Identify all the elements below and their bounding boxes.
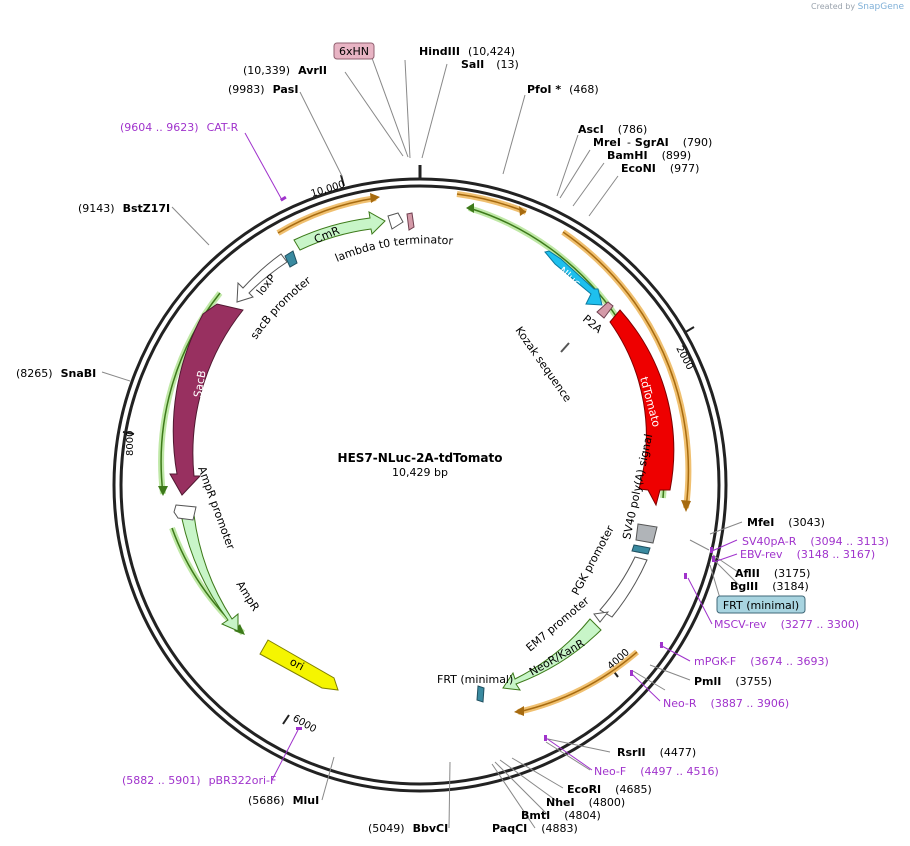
enzyme-snabi: (8265)SnaBI: [16, 367, 96, 380]
feature-terminator-block: [387, 212, 404, 230]
enzyme-sali: SalI(13): [461, 58, 519, 71]
enzyme-rsrii: RsrII(4477): [617, 746, 696, 759]
feature-ampr-label: AmpR: [233, 579, 262, 614]
enzyme-pfoi: PfoI *(468): [527, 83, 599, 96]
primer-pbr322ori-f: (5882 .. 5901)pBR322ori-F: [122, 774, 276, 787]
enzyme-mrei-sgrai: MreI-SgrAI(790): [593, 136, 712, 149]
primer-labels: SV40pA-R(3094 .. 3113) EBV-rev(3148 .. 3…: [120, 121, 889, 787]
primer-mscv-rev: MSCV-rev(3277 .. 3300): [714, 618, 859, 631]
orf-arc-bottom-line: [517, 651, 638, 713]
feature-amprp-label: AmpR promoter: [195, 465, 237, 552]
enzyme-labels: HindIII(10,424) SalI(13) PfoI *(468) Asc…: [16, 45, 825, 835]
primer-neo-f: Neo-F(4497 .. 4516): [594, 765, 719, 778]
feature-em7-promoter: [593, 611, 610, 623]
feature-p2a: [596, 301, 614, 319]
feature-kozak: [560, 342, 570, 353]
enzyme-ecori: EcoRI(4685): [567, 783, 652, 796]
leader-lines: [101, 57, 743, 829]
enzyme-aflii: AflII(3175): [735, 567, 810, 580]
tick-label-8000: 8000: [125, 431, 136, 456]
feature-lambda-label: lambda t0 terminator: [333, 233, 454, 264]
orf-arc-green-left-head: [158, 486, 168, 496]
feature-pgk-label: PGK promoter: [569, 523, 617, 597]
primer-sv40pa-r: SV40pA-R(3094 .. 3113): [742, 535, 889, 548]
feature-lambda-text: lambda t0 terminator: [333, 233, 454, 264]
plasmid-size: 10,429 bp: [392, 466, 448, 479]
frt-minimal-box-text: FRT (minimal): [723, 599, 799, 612]
feature-kozak-label: Kozak sequence: [513, 324, 575, 404]
enzyme-nhei: NheI(4800): [546, 796, 625, 809]
enzyme-bmti: BmtI(4804): [521, 809, 601, 822]
tick-label-6000: 6000: [291, 713, 319, 735]
orf-arc-top-head: [519, 206, 526, 216]
tick-6000: 6000: [282, 713, 319, 735]
orf-arc-green-right-head: [466, 203, 474, 213]
feature-6xhn-tag: [406, 212, 415, 231]
tag-6xhn-box: [333, 42, 375, 60]
enzyme-paqci: PaqCI(4883): [492, 822, 578, 835]
plasmid-name: HES7-NLuc-2A-tdTomato: [338, 451, 503, 465]
feature-nluc: [544, 250, 603, 306]
tick-8000: 8000: [122, 431, 136, 456]
frt-minimal-box: [716, 595, 806, 614]
feature-ampr: [181, 514, 239, 632]
feature-neor-kanr: [502, 618, 602, 691]
enzyme-econi: EcoNI(977): [621, 162, 699, 175]
feature-frt-minimal-right: [631, 544, 651, 555]
enzyme-mlui: (5686)MluI: [248, 794, 319, 807]
primer-marks: [280, 195, 715, 741]
primer-cat-r: (9604 .. 9623)CAT-R: [120, 121, 239, 134]
primer-ebv-rev: EBV-rev(3148 .. 3167): [740, 548, 875, 561]
feature-sacb: [169, 303, 244, 496]
enzyme-pmli: PmlI(3755): [694, 675, 772, 688]
feature-frt-minimal-bottom: [476, 685, 485, 703]
feature-pgk-promoter: [599, 556, 648, 618]
primer-neo-r: Neo-R(3887 .. 3906): [663, 697, 789, 710]
orf-arc-right-head: [681, 500, 691, 512]
enzyme-bbvci: (5049)BbvCI: [368, 822, 448, 835]
credit-brand: SnapGene: [857, 2, 904, 12]
enzyme-bamhi: BamHI(899): [607, 149, 691, 162]
enzyme-bstz17i: (9143)BstZ17I: [78, 202, 170, 215]
orf-arc-cmr-line: [277, 197, 377, 234]
orf-arc-cmr-head: [370, 193, 380, 203]
enzyme-pasi: (9983)PasI: [228, 83, 298, 96]
orf-arc-green-ampr-head: [234, 624, 245, 635]
primer-mpgk-f: mPGK-F(3674 .. 3693): [694, 655, 829, 668]
enzyme-avrii: (10,339)AvrII: [243, 64, 327, 77]
enzyme-hindiii: HindIII(10,424): [419, 45, 515, 58]
primer-leaders: [244, 132, 738, 781]
snapgene-credit: Created by SnapGene: [811, 2, 904, 12]
feature-sacb-promoter: [236, 253, 288, 303]
enzyme-mfei: MfeI(3043): [747, 516, 825, 529]
enzyme-asci: AscI(786): [578, 123, 647, 136]
feature-ori-label: ori: [288, 655, 307, 673]
backbone-inner: [119, 184, 721, 786]
feature-tdtomato: [609, 309, 675, 507]
orf-arc-right-line: [562, 231, 690, 509]
feature-ampr-promoter: [173, 504, 197, 521]
feature-ori: [259, 639, 339, 691]
tag-6xhn-text: 6xHN: [339, 45, 369, 58]
feature-cmr: [293, 211, 386, 251]
feature-sacb-label: SacB: [191, 369, 209, 398]
feature-sv40-polya: [635, 523, 658, 544]
credit-created-by: Created by: [811, 2, 856, 11]
feature-loxp: [284, 250, 298, 268]
orf-arc-bottom-head: [514, 706, 524, 716]
enzyme-bglii: BglII(3184): [730, 580, 809, 593]
feature-frt-label: FRT (minimal): [437, 673, 513, 686]
feature-nluc-label: Nluc: [556, 264, 583, 290]
